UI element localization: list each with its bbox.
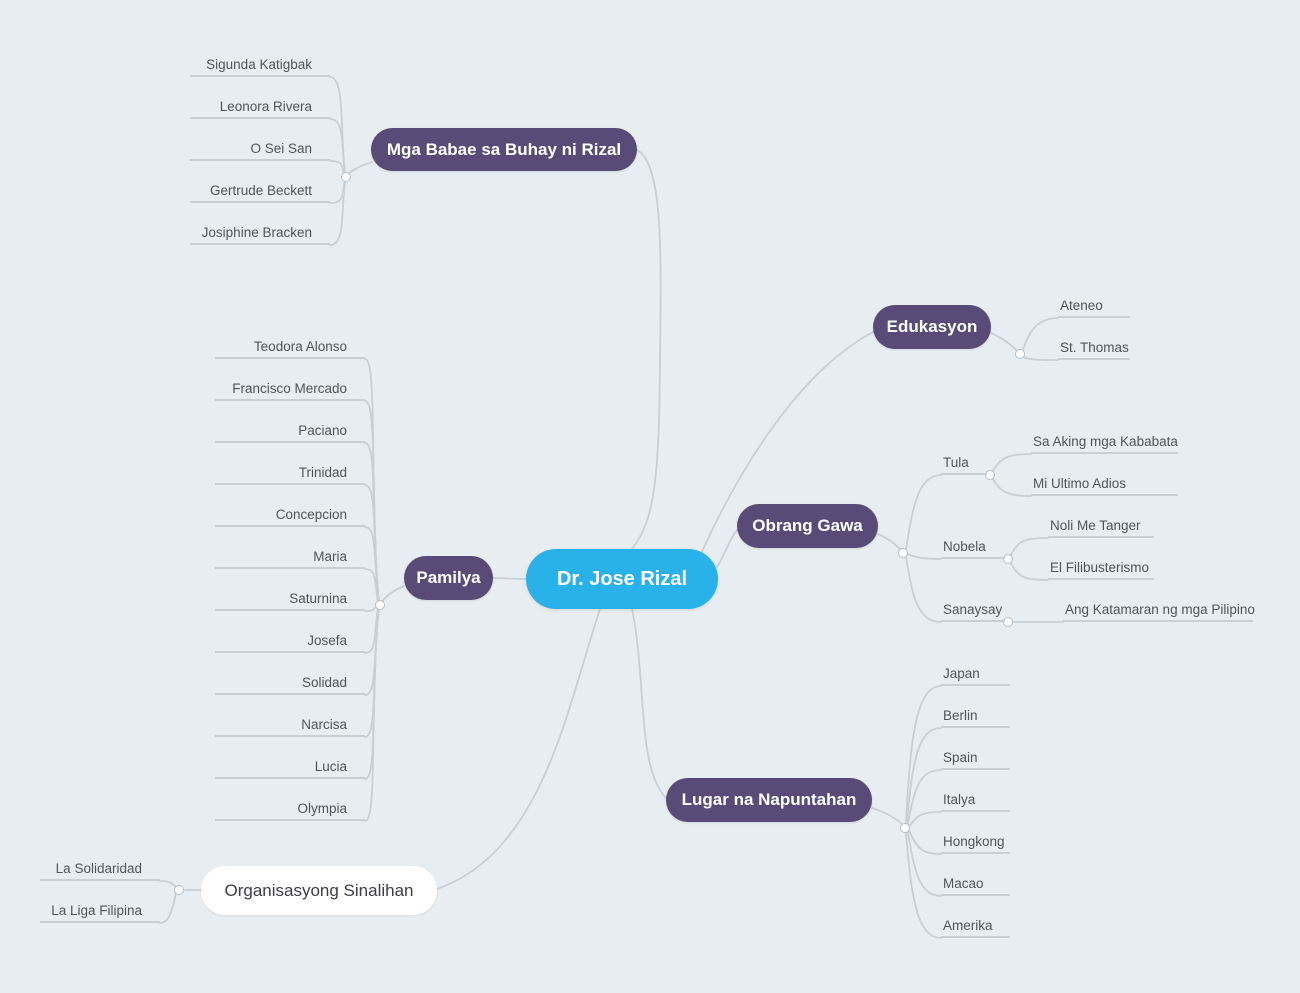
leaf-maria[interactable]: Maria — [215, 545, 365, 569]
leaf-sigunda-katigbak[interactable]: Sigunda Katigbak — [190, 53, 330, 77]
leaf-saturnina[interactable]: Saturnina — [215, 587, 365, 611]
leaf-el-filibusterismo[interactable]: El Filibusterismo — [1048, 556, 1154, 580]
leaf-lucia[interactable]: Lucia — [215, 755, 365, 779]
leaf-spain[interactable]: Spain — [941, 746, 1010, 770]
leaf-italya[interactable]: Italya — [941, 788, 1010, 812]
branch-edukasyon[interactable]: Edukasyon — [873, 305, 991, 349]
leaf-ateneo[interactable]: Ateneo — [1058, 294, 1130, 318]
handle-sanaysay[interactable] — [1003, 617, 1013, 627]
leaf-gertrude-beckett[interactable]: Gertrude Beckett — [190, 179, 330, 203]
handle-nobela[interactable] — [1003, 554, 1013, 564]
leaf-noli-me-tanger[interactable]: Noli Me Tanger — [1048, 514, 1154, 538]
leaf-macao[interactable]: Macao — [941, 872, 1010, 896]
leaf-la-solidaridad[interactable]: La Solidaridad — [40, 857, 160, 881]
branch-pamilya[interactable]: Pamilya — [404, 556, 493, 600]
leaf-teodora-alonso[interactable]: Teodora Alonso — [215, 335, 365, 359]
leaf-st-thomas[interactable]: St. Thomas — [1058, 336, 1130, 360]
leaf-josefa[interactable]: Josefa — [215, 629, 365, 653]
branch-organisasyong-sinalihan[interactable]: Organisasyong Sinalihan — [201, 866, 437, 915]
handle-organisasyon[interactable] — [174, 885, 184, 895]
leaf-japan[interactable]: Japan — [941, 662, 1010, 686]
handle-mga-babae[interactable] — [341, 172, 351, 182]
leaf-amerika[interactable]: Amerika — [941, 914, 1010, 938]
handle-obrang-gawa[interactable] — [898, 548, 908, 558]
handle-lugar[interactable] — [900, 823, 910, 833]
leaf-berlin[interactable]: Berlin — [941, 704, 1010, 728]
leaf-paciano[interactable]: Paciano — [215, 419, 365, 443]
leaf-ang-katamaran-ng-mga-pilipino[interactable]: Ang Katamaran ng mga Pilipino — [1063, 598, 1255, 622]
leaf-olympia[interactable]: Olympia — [215, 797, 365, 821]
leaf-tula[interactable]: Tula — [941, 451, 987, 475]
handle-edukasyon[interactable] — [1015, 349, 1025, 359]
leaf-concepcion[interactable]: Concepcion — [215, 503, 365, 527]
branch-lugar-na-napuntahan[interactable]: Lugar na Napuntahan — [666, 778, 872, 822]
leaf-solidad[interactable]: Solidad — [215, 671, 365, 695]
leaf-hongkong[interactable]: Hongkong — [941, 830, 1010, 854]
leaf-francisco-mercado[interactable]: Francisco Mercado — [215, 377, 365, 401]
leaf-nobela[interactable]: Nobela — [941, 535, 1005, 559]
leaf-mi-ultimo-adios[interactable]: Mi Ultimo Adios — [1031, 472, 1178, 496]
leaf-leonora-rivera[interactable]: Leonora Rivera — [190, 95, 330, 119]
handle-tula[interactable] — [985, 470, 995, 480]
root-node[interactable]: Dr. Jose Rizal — [526, 549, 718, 609]
leaf-la-liga-filipina[interactable]: La Liga Filipina — [40, 899, 160, 923]
leaf-josiphine-bracken[interactable]: Josiphine Bracken — [190, 221, 330, 245]
handle-pamilya[interactable] — [375, 600, 385, 610]
branch-obrang-gawa[interactable]: Obrang Gawa — [737, 504, 878, 548]
leaf-sanaysay[interactable]: Sanaysay — [941, 598, 1005, 622]
leaf-o-sei-san[interactable]: O Sei San — [190, 137, 330, 161]
leaf-sa-aking-mga-kababata[interactable]: Sa Aking mga Kababata — [1031, 430, 1178, 454]
branch-mga-babae[interactable]: Mga Babae sa Buhay ni Rizal — [371, 128, 637, 171]
leaf-narcisa[interactable]: Narcisa — [215, 713, 365, 737]
leaf-trinidad[interactable]: Trinidad — [215, 461, 365, 485]
